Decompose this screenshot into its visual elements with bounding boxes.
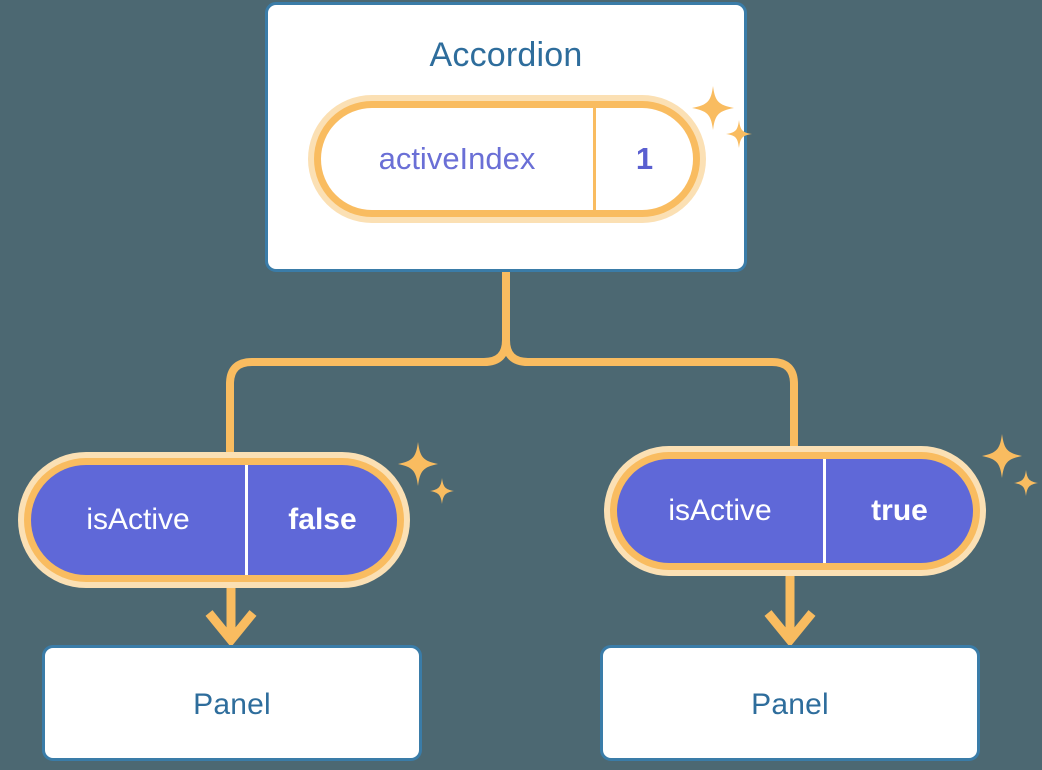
panel-title-right: Panel — [751, 688, 829, 721]
connector-right-branch — [502, 268, 798, 450]
prop-pill-is-active-right[interactable]: isActive true — [604, 446, 986, 576]
prop-value-label: true — [823, 459, 973, 563]
pill-body: activeIndex 1 — [321, 108, 693, 210]
page-title: Accordion — [429, 36, 583, 74]
prop-value-label: false — [245, 465, 397, 575]
pill-ring: activeIndex 1 — [314, 101, 700, 217]
pill-body: isActive false — [31, 465, 397, 575]
connector-left-branch — [226, 268, 510, 456]
sparkle-icon-right — [982, 434, 1038, 496]
pill-body: isActive true — [617, 459, 973, 563]
arrow-down-icon-right — [764, 576, 816, 648]
pill-ring: isActive true — [610, 452, 980, 570]
panel-card-right[interactable]: Panel — [600, 645, 980, 761]
arrow-down-icon-left — [205, 588, 257, 648]
pill-ring: isActive false — [24, 458, 404, 582]
prop-key-label: isActive — [668, 494, 772, 527]
state-pill-active-index[interactable]: activeIndex 1 — [308, 95, 706, 223]
prop-pill-is-active-left[interactable]: isActive false — [18, 452, 410, 588]
panel-card-left[interactable]: Panel — [42, 645, 422, 761]
prop-key-label: isActive — [86, 503, 190, 536]
panel-title-left: Panel — [193, 688, 271, 721]
state-value-label: 1 — [593, 108, 693, 210]
state-key-label: activeIndex — [378, 141, 536, 176]
